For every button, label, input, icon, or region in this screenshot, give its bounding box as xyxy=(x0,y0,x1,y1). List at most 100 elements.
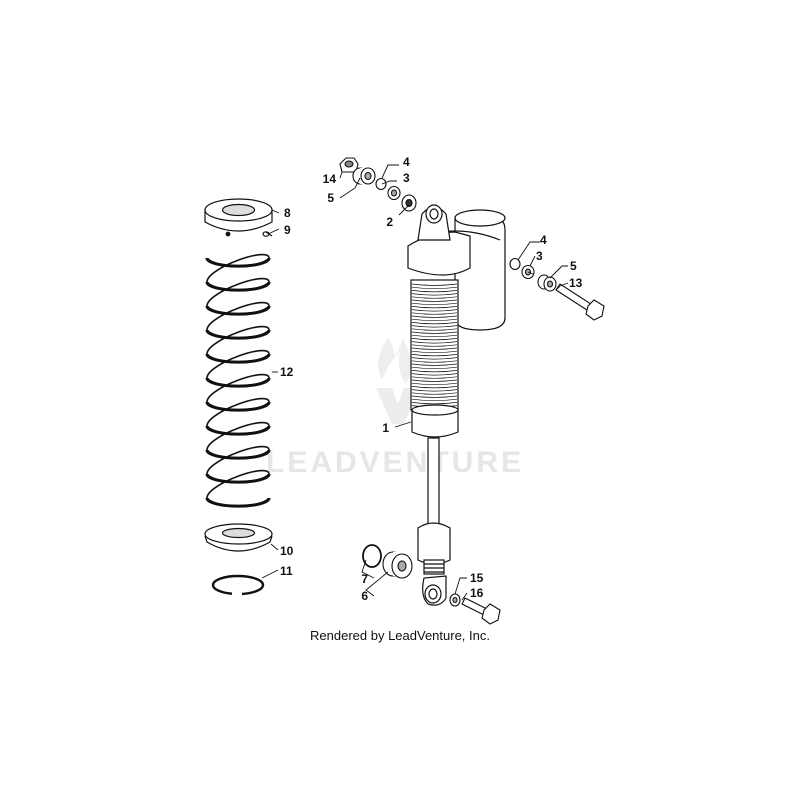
spring-coil-highlight xyxy=(210,281,266,289)
spring-coil-front xyxy=(205,449,271,460)
shock-head xyxy=(407,204,471,276)
thread-line xyxy=(411,347,458,350)
spring-coil-highlight xyxy=(210,329,266,337)
callout-14: 14 xyxy=(323,172,337,186)
part-5-bushing-upper xyxy=(352,167,376,185)
thread-line xyxy=(411,325,458,328)
thread-line xyxy=(411,341,458,344)
part-13-bolt xyxy=(555,283,605,321)
shock-adjuster-collar xyxy=(411,404,459,438)
spring-coil-back xyxy=(206,445,270,475)
thread-line xyxy=(411,344,458,347)
spring-coil-back xyxy=(206,397,270,427)
thread-line xyxy=(411,402,458,405)
callout-7: 7 xyxy=(361,572,368,586)
thread-line xyxy=(411,398,458,402)
part-4-o-ring-upper xyxy=(375,177,387,191)
thread-line xyxy=(411,350,458,354)
thread-line xyxy=(411,334,458,338)
callout-6: 6 xyxy=(361,589,368,603)
part-11-snap-ring xyxy=(211,574,265,596)
spring-coil-back xyxy=(206,301,270,331)
thread-line xyxy=(411,354,458,357)
spring-coil-front xyxy=(205,281,271,292)
spring-coil-front xyxy=(205,377,271,388)
part-16-bolt-lower xyxy=(461,597,501,625)
thread-line xyxy=(411,331,458,334)
thread-line xyxy=(411,360,458,363)
spring-coil-highlight xyxy=(210,449,266,457)
spring-coil-highlight xyxy=(210,257,266,265)
callout-5-upper: 5 xyxy=(327,191,334,205)
spring-coil-back xyxy=(206,325,270,355)
spring-coil-front xyxy=(205,257,271,268)
thread-line xyxy=(411,296,458,299)
thread-line xyxy=(411,382,458,386)
render-credit: Rendered by LeadVenture, Inc. xyxy=(310,628,490,643)
spring-coil-back xyxy=(206,277,270,307)
spring-coil-highlight xyxy=(210,353,266,361)
part-4-o-ring-right xyxy=(509,257,521,271)
callout-5-right: 5 xyxy=(570,259,577,273)
part-2-bearing xyxy=(401,194,417,212)
thread-line xyxy=(411,376,458,379)
thread-line xyxy=(411,312,458,315)
spring-coil-back xyxy=(206,469,270,499)
part-12-coil-spring xyxy=(205,253,271,508)
part-8-upper-spring-retainer xyxy=(204,198,273,237)
spring-coil-highlight xyxy=(210,473,266,481)
shock-threaded-body xyxy=(410,279,459,411)
spring-coil-highlight xyxy=(210,425,266,433)
thread-line xyxy=(411,363,458,366)
watermark-logo xyxy=(376,338,420,424)
spring-coil-front xyxy=(205,305,271,316)
thread-line xyxy=(411,283,458,286)
thread-line xyxy=(411,370,458,373)
spring-coil-front xyxy=(205,401,271,412)
thread-line xyxy=(411,328,458,331)
part-5-bushing-right xyxy=(537,274,557,292)
spring-coil-back xyxy=(206,253,270,283)
part-7-o-ring-lower xyxy=(362,544,382,568)
thread-line xyxy=(411,389,458,392)
spring-coil-back xyxy=(206,421,270,451)
thread-line xyxy=(411,318,458,322)
thread-line xyxy=(411,286,458,290)
callout-12: 12 xyxy=(280,365,294,379)
thread-line xyxy=(411,322,458,325)
spring-coil-highlight xyxy=(210,497,266,505)
part-15-washer-lower xyxy=(449,593,461,607)
leader-lines xyxy=(261,164,569,601)
shock-lower-body xyxy=(417,522,451,606)
thread-line xyxy=(411,386,458,389)
thread-line xyxy=(411,357,458,360)
callout-1: 1 xyxy=(382,421,389,435)
callout-4-right: 4 xyxy=(540,233,547,247)
hardware-parts xyxy=(339,157,605,625)
shock-shaft xyxy=(427,437,440,527)
part-6-bushing-lower xyxy=(382,551,413,579)
callout-8: 8 xyxy=(284,206,291,220)
thread-line xyxy=(411,302,458,306)
thread-line xyxy=(411,309,458,312)
spring-coil-front xyxy=(205,425,271,436)
thread-line xyxy=(411,366,458,370)
callout-9: 9 xyxy=(284,223,291,237)
callout-3-upper: 3 xyxy=(403,171,410,185)
spring-assembly xyxy=(204,198,273,596)
shock-absorber xyxy=(407,204,506,606)
spring-coil-highlight xyxy=(210,305,266,313)
part-10-lower-spring-seat xyxy=(204,523,273,552)
part-3-washer-upper xyxy=(387,185,401,201)
callout-16: 16 xyxy=(470,586,484,600)
thread-line xyxy=(411,379,458,382)
callout-15: 15 xyxy=(470,571,484,585)
watermark-text: LEADVENTURE xyxy=(266,446,524,479)
callout-labels: 1 2 3 3 4 4 5 5 6 7 8 9 10 11 12 13 14 1… xyxy=(280,155,583,603)
callout-4-upper: 4 xyxy=(403,155,410,169)
thread-line xyxy=(411,306,458,309)
callout-10: 10 xyxy=(280,544,294,558)
callout-11: 11 xyxy=(280,564,293,578)
thread-line xyxy=(411,293,458,296)
spring-coil-back xyxy=(206,373,270,403)
